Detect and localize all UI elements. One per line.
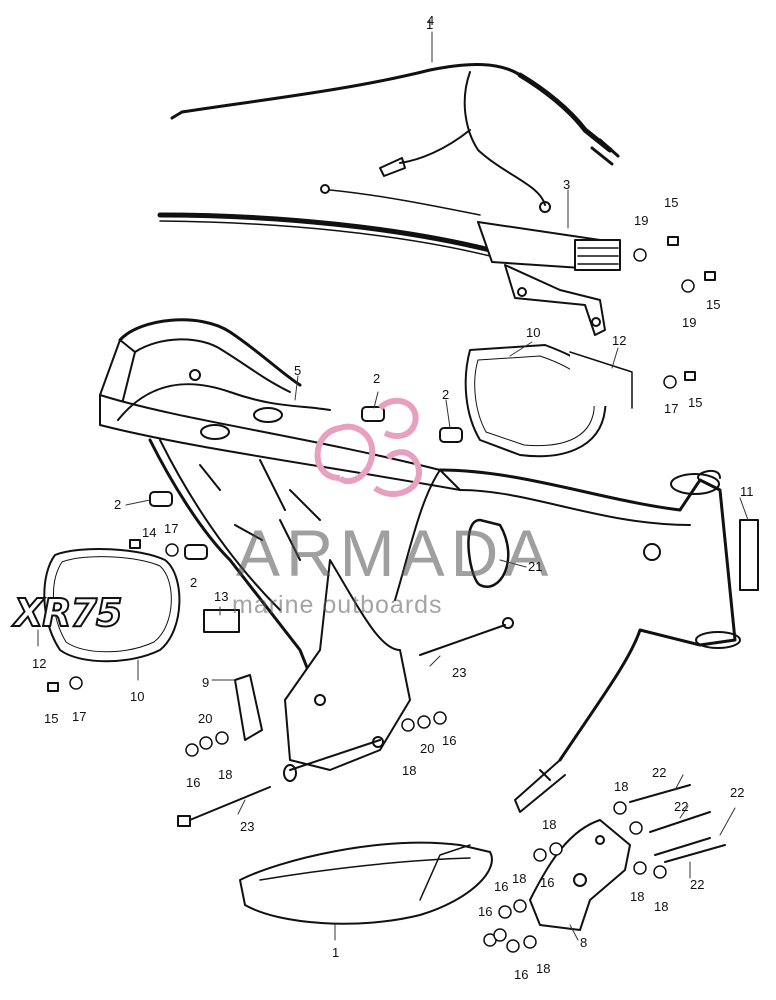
callout-label: 23 — [240, 819, 255, 834]
footrest-bracket-drawing — [529, 819, 631, 931]
bolts-drawing — [47, 236, 726, 863]
callout-label: 15 — [688, 395, 703, 410]
leader-lines — [37, 31, 749, 941]
callout-label: 21 — [528, 559, 543, 574]
armada-logo-icon — [314, 397, 423, 498]
callout-label: 23 — [452, 665, 467, 680]
callout-label: 20 — [420, 741, 435, 756]
callout-label: 2 — [442, 387, 450, 402]
callout-label: 17 — [72, 709, 87, 724]
callout-label: 22 — [730, 785, 745, 800]
callout-label: 12 — [32, 656, 47, 671]
callout-label: 18 — [536, 961, 551, 976]
callout-label: 18 — [402, 763, 417, 778]
callout-label: 22 — [674, 799, 689, 814]
callout-label: 16 — [186, 775, 201, 790]
callout-label: 22 — [652, 765, 667, 780]
callout-label: 16 — [494, 879, 509, 894]
callout-label: 22 — [690, 877, 705, 892]
right-side-cover-drawing — [464, 344, 633, 458]
watermark-title: ARMADA — [236, 516, 555, 590]
callout-label: 17 — [164, 521, 179, 536]
callout-label: 18 — [542, 817, 557, 832]
callout-label: 1 — [332, 945, 340, 960]
callout-label: 16 — [514, 967, 529, 982]
callout-label: 10 — [526, 325, 541, 340]
callout-label: 9 — [202, 675, 210, 690]
callout-label: 16 — [540, 875, 555, 890]
callout-label: 14 — [142, 525, 157, 540]
callout-label: 18 — [654, 899, 669, 914]
callout-label: 2 — [190, 575, 198, 590]
callout-label: 18 — [630, 889, 645, 904]
callout-label: 12 — [612, 333, 627, 348]
callout-label: 8 — [580, 935, 588, 950]
wire-harness-drawing — [170, 63, 620, 216]
skid-plate-drawing — [239, 841, 493, 925]
callout-label: 5 — [294, 363, 302, 378]
callout-label: 20 — [198, 711, 213, 726]
callout-label: 10 — [130, 689, 145, 704]
callout-label: 1 — [426, 17, 434, 32]
callout-label: 18 — [218, 767, 233, 782]
callout-label: 2 — [373, 371, 381, 386]
callout-label: 16 — [478, 904, 493, 919]
callout-label: 15 — [44, 711, 59, 726]
nuts-and-washers-drawing — [69, 248, 695, 953]
left-side-cover-drawing — [43, 548, 240, 663]
callout-label: 4 — [427, 13, 435, 28]
callout-label: 18 — [614, 779, 629, 794]
callout-label: 13 — [214, 589, 229, 604]
callout-label: 19 — [634, 213, 649, 228]
callout-label: 3 — [563, 177, 571, 192]
callout-label: 17 — [664, 401, 679, 416]
callout-label: 15 — [706, 297, 721, 312]
side-cover-decal: XR75 — [13, 591, 123, 635]
callout-label: 11 — [740, 484, 754, 499]
callout-label: 18 — [512, 871, 527, 886]
callout-label: 16 — [442, 733, 457, 748]
watermark-subtitle: marine outboards — [232, 591, 443, 619]
ignition-coil-drawing — [157, 212, 621, 336]
callout-label: 2 — [114, 497, 122, 512]
lever-drawing — [234, 674, 263, 741]
callout-label: 19 — [682, 315, 697, 330]
callout-label: 15 — [664, 195, 679, 210]
